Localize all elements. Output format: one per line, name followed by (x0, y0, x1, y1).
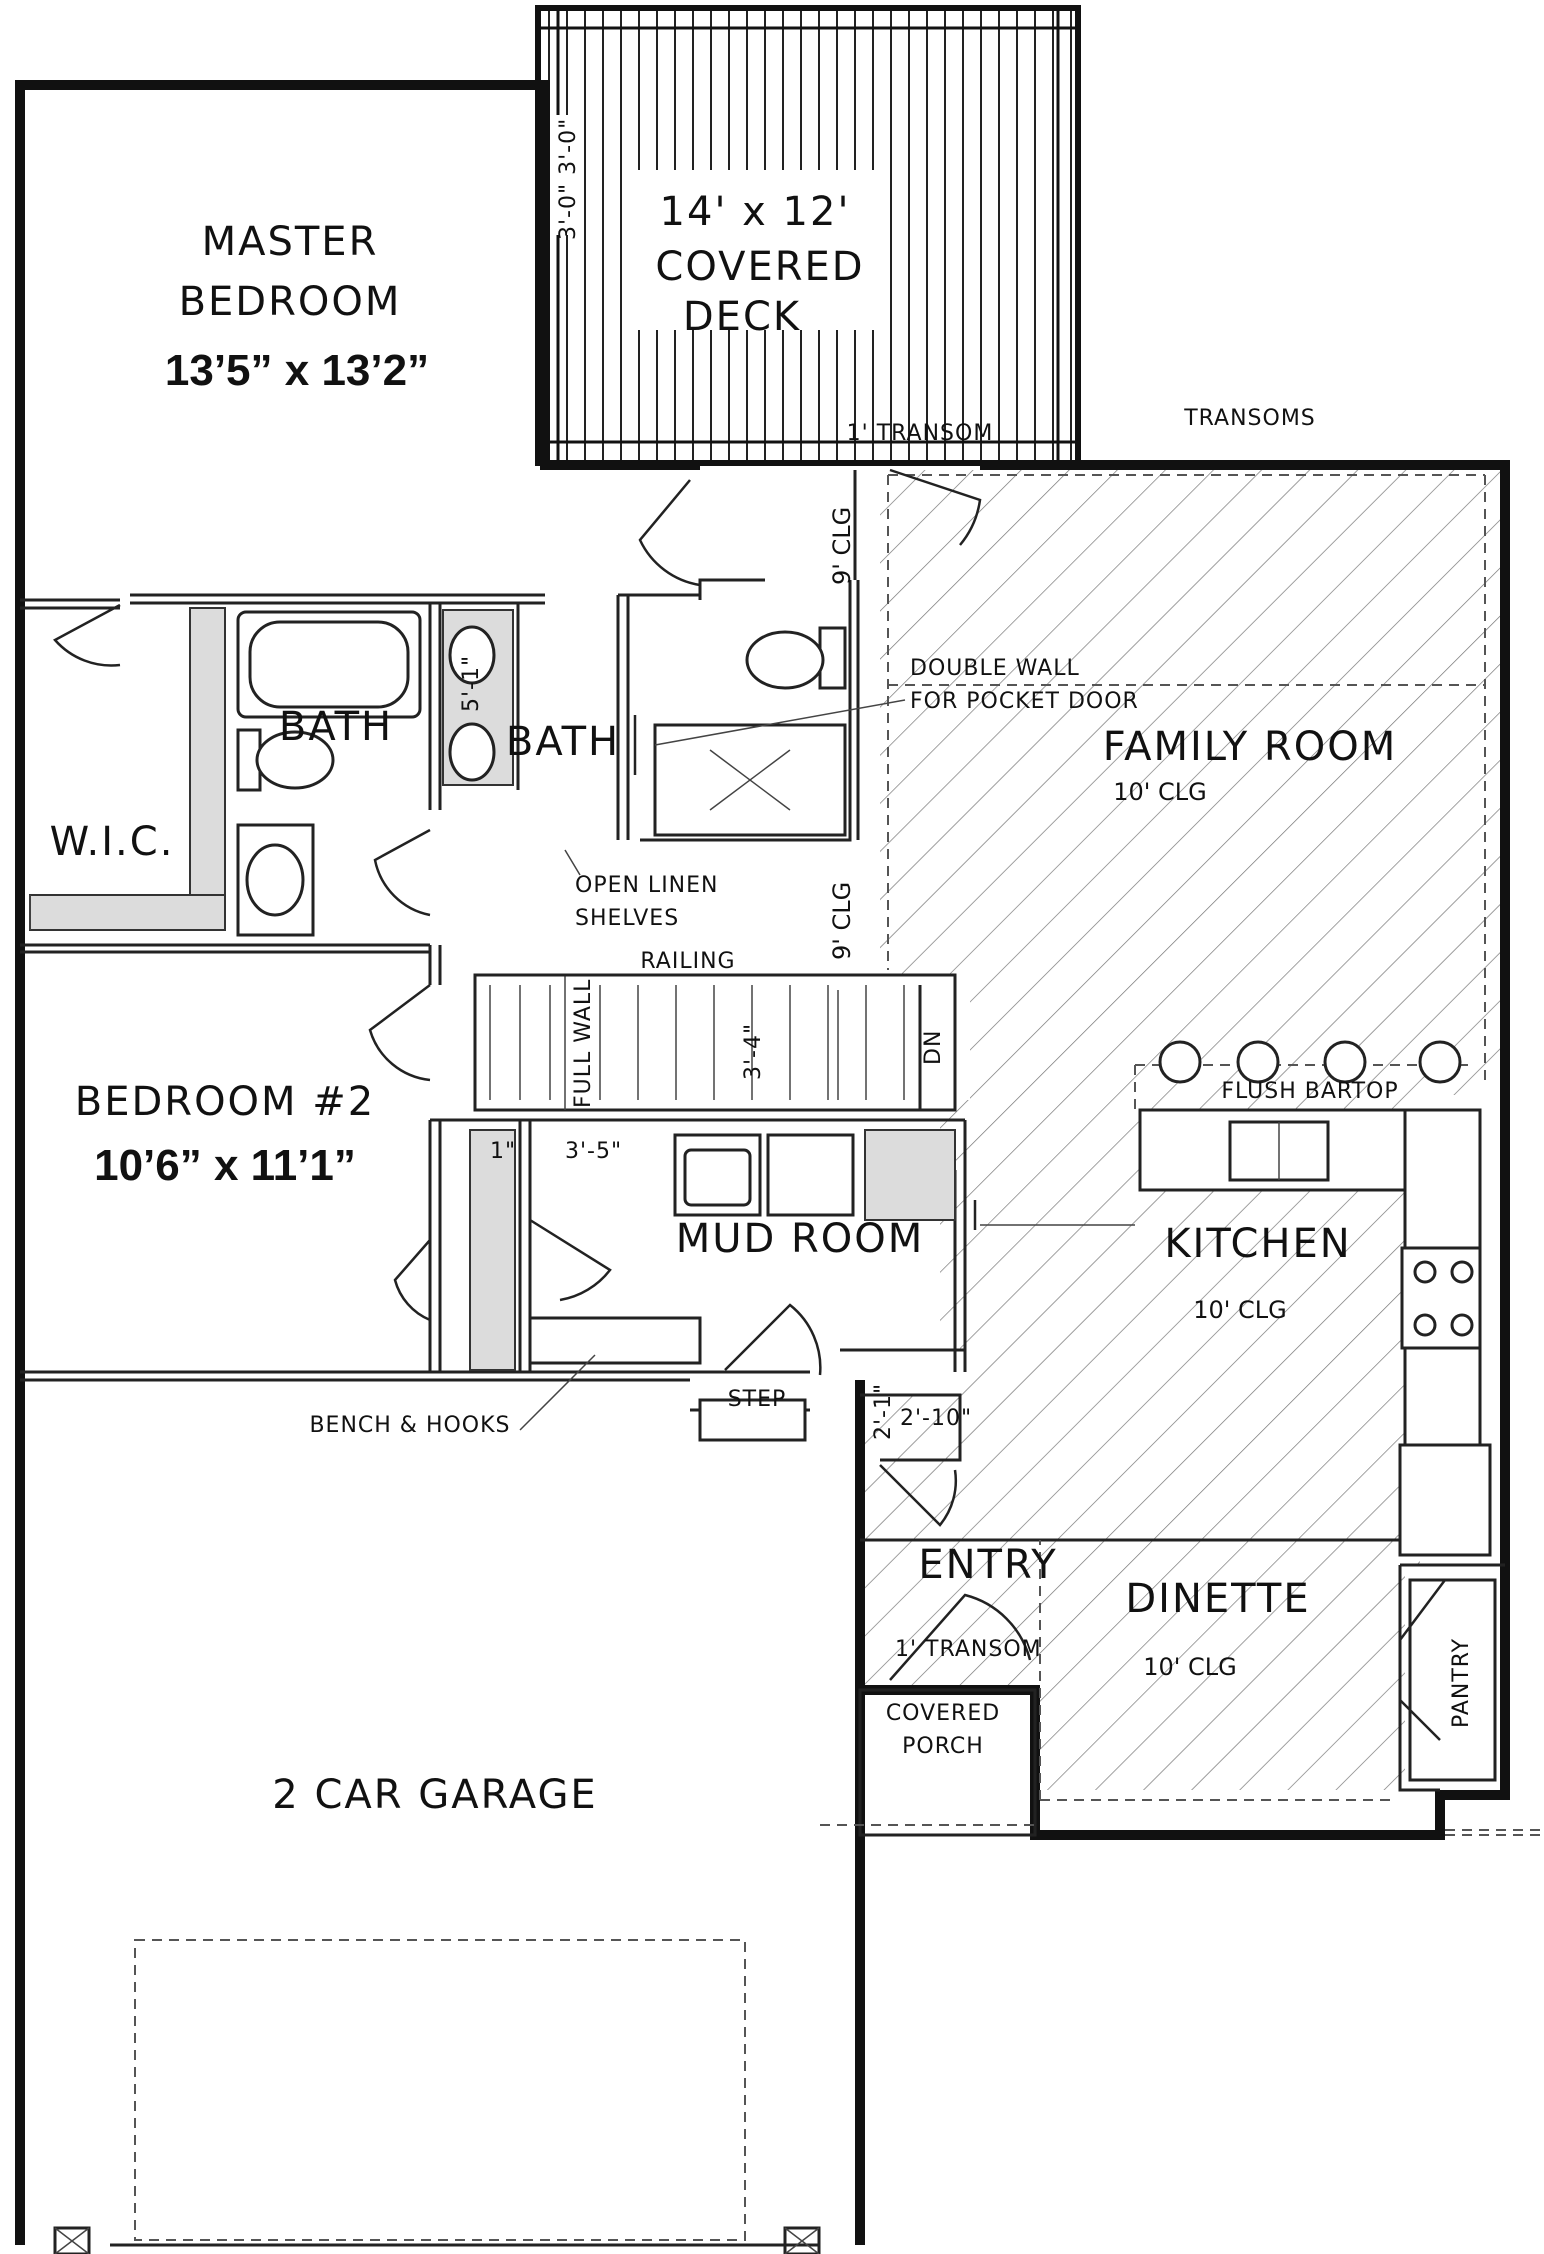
garage (53, 1939, 821, 2254)
full-wall-label: FULL WALL (571, 979, 596, 1108)
transom-entry-label: 1' TRANSOM (895, 1637, 1042, 1662)
transoms-label: TRANSOMS (1183, 406, 1316, 431)
labels: MASTER BEDROOM 13’5” x 13’2” 14' x 12' C… (50, 118, 1474, 1818)
stairs (489, 973, 955, 1110)
railing-label: RAILING (640, 949, 735, 974)
stair-dim: 3'-4" (741, 1023, 766, 1080)
entry-dim-b: 2'-10" (900, 1406, 972, 1431)
deck-dims: 3'-0" 3'-0" (556, 118, 581, 240)
covered-deck (535, 5, 1081, 466)
bath-left-label: BATH (279, 704, 393, 750)
entry-dim-a: 2'-1" (871, 1383, 896, 1440)
garage-label: 2 CAR GARAGE (272, 1772, 597, 1818)
mud-dim-small: 1" (490, 1139, 516, 1164)
clg-9-lower: 9' CLG (828, 882, 856, 960)
master-bedroom-label-1: MASTER (202, 219, 379, 265)
flush-bartop-label: FLUSH BARTOP (1221, 1079, 1398, 1104)
covered-porch-line1: COVERED (886, 1701, 1000, 1726)
bath-right-label: BATH (506, 719, 620, 765)
dinette-label: DINETTE (1125, 1576, 1310, 1622)
transom-top-label: 1' TRANSOM (847, 421, 994, 446)
double-wall-line1: DOUBLE WALL (910, 656, 1080, 681)
double-wall-line2: FOR POCKET DOOR (910, 689, 1139, 714)
covered-porch-line2: PORCH (902, 1734, 984, 1759)
kitchen-clg: 10' CLG (1193, 1296, 1287, 1324)
master-bedroom-size: 13’5” x 13’2” (165, 346, 429, 395)
step-label: STEP (728, 1387, 787, 1412)
kitchen-label: KITCHEN (1164, 1221, 1351, 1267)
deck-label-1: 14' x 12' (660, 189, 851, 235)
bench-hooks-label: BENCH & HOOKS (309, 1413, 510, 1438)
bath-dim: 5'-1" (459, 655, 484, 712)
bath-fixtures (236, 609, 847, 937)
door-swings (53, 468, 1446, 1741)
deck-label-3: DECK (683, 294, 801, 340)
wic-shelves (29, 607, 226, 931)
kitchen-fixtures (1138, 1040, 1497, 1782)
pantry-label: PANTRY (1449, 1638, 1474, 1728)
family-room-label: FAMILY ROOM (1103, 724, 1397, 770)
linen-line1: OPEN LINEN (575, 873, 719, 898)
clg-9-upper: 9' CLG (828, 507, 856, 585)
family-room-clg: 10' CLG (1113, 778, 1207, 806)
wic-label: W.I.C. (50, 819, 175, 865)
bedroom2-size: 10’6” x 11’1” (94, 1141, 356, 1190)
bedroom2-label: BEDROOM #2 (75, 1079, 375, 1125)
deck-label-2: COVERED (655, 244, 864, 290)
leader-lines (519, 699, 1135, 1431)
dinette-clg: 10' CLG (1143, 1653, 1237, 1681)
mud-room-label: MUD ROOM (676, 1216, 925, 1262)
entry-label: ENTRY (918, 1542, 1057, 1588)
mud-dim: 3'-5" (565, 1139, 622, 1164)
master-bedroom-label-2: BEDROOM (179, 279, 402, 325)
linen-line2: SHELVES (575, 906, 679, 931)
dn-label: DN (921, 1030, 946, 1065)
mud-room-fixtures (469, 1129, 956, 1442)
